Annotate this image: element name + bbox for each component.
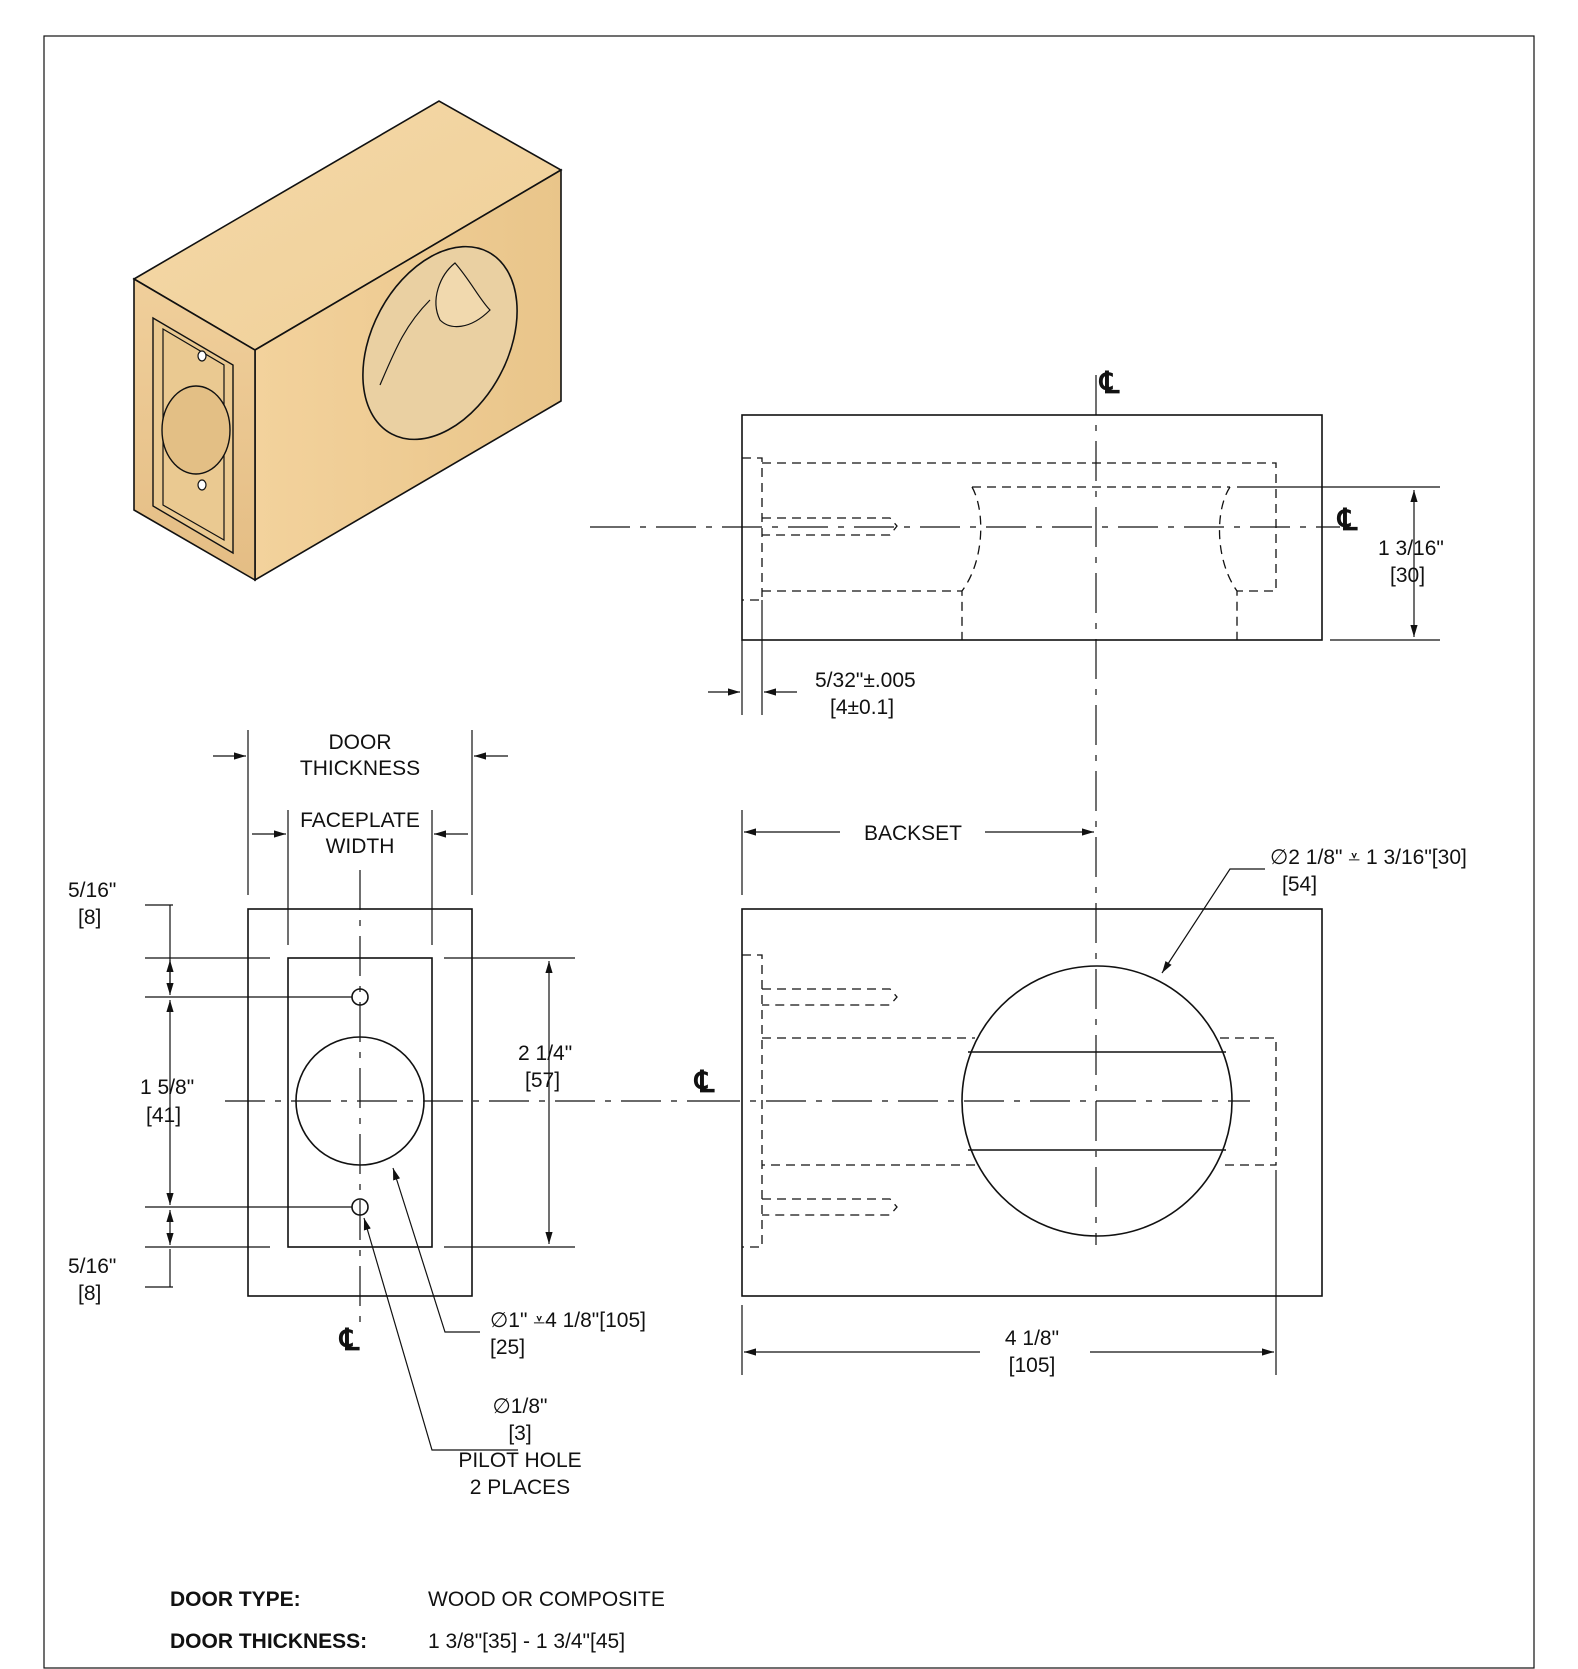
callout-bore: ∅1" ⩡4 1/8"[105] xyxy=(490,1309,646,1332)
notes-block: DOOR TYPE: WOOD OR COMPOSITE DOOR THICKN… xyxy=(170,1588,665,1653)
top-view: ℄ ℄ 1 3/16" [30] 5/32"±.005 [4±0.1] xyxy=(590,367,1444,1245)
callout-pilot-line1: PILOT HOLE xyxy=(458,1449,581,1472)
top-view-hidden-cross-left xyxy=(961,486,982,640)
callout-pilot-dia: ∅1/8" xyxy=(493,1395,548,1418)
top-view-hidden-cross-right xyxy=(1218,486,1238,640)
dim-faceplate-height-mm: [57] xyxy=(525,1069,560,1092)
top-view-hidden-latch xyxy=(762,517,898,536)
note-door-thickness-label: DOOR THICKNESS: xyxy=(170,1630,367,1653)
leader-cross-bore xyxy=(1161,868,1265,974)
top-view-hidden-mortise xyxy=(742,457,763,601)
dim-top-offset-mm: [8] xyxy=(78,906,101,929)
face-view-hidden-latch-bore xyxy=(762,1037,1277,1166)
face-view-hidden-screw-bottom xyxy=(762,1198,898,1216)
isometric-block-illustration xyxy=(132,100,563,582)
callout-cross-bore: ∅2 1/8" ⩡ 1 3/16"[30] xyxy=(1270,846,1467,869)
edge-view: ℄ ℄ DOOR THICKNESS FACEPLATE WIDTH 5/16"… xyxy=(68,730,715,1499)
sheet-border xyxy=(43,35,1535,1669)
dim-top-height-mm: [30] xyxy=(1390,564,1425,587)
dim-hole-spacing-in: 1 5/8" xyxy=(140,1076,194,1099)
note-door-type-value: WOOD OR COMPOSITE xyxy=(428,1588,665,1611)
callout-bore-mm: [25] xyxy=(490,1336,525,1359)
leader-bore xyxy=(392,1167,480,1333)
pilot-hole-bottom-iso xyxy=(197,479,207,491)
pilot-hole-top-iso xyxy=(197,350,207,362)
dim-top-offset-in: 5/16" xyxy=(68,879,116,902)
face-view-outline xyxy=(741,908,1323,1297)
dim-backset-label: BACKSET xyxy=(864,822,962,845)
label-faceplate-width-2: WIDTH xyxy=(326,835,395,858)
callout-cross-bore-mm: [54] xyxy=(1282,873,1317,896)
callout-pilot-line2: 2 PLACES xyxy=(470,1476,570,1499)
dim-faceplate-depth-mm: [4±0.1] xyxy=(830,696,894,719)
dim-bottom-offset-mm: [8] xyxy=(78,1282,101,1305)
dim-faceplate-height-in: 2 1/4" xyxy=(518,1042,572,1065)
edge-bore-hole xyxy=(161,385,231,475)
centerline-symbol-middle: ℄ xyxy=(693,1066,715,1099)
dim-hole-spacing-mm: [41] xyxy=(146,1104,181,1127)
cross-bore-shadow xyxy=(379,299,431,386)
dim-faceplate-depth-in: 5/32"±.005 xyxy=(815,669,916,692)
cross-bore-inner-wall xyxy=(435,262,491,328)
callout-pilot-dia-mm: [3] xyxy=(508,1422,531,1445)
dim-depth-mm: [105] xyxy=(1009,1354,1056,1377)
face-view: BACKSET ∅2 1/8" ⩡ 1 3/16"[30] [54] 4 1/8… xyxy=(700,810,1467,1377)
dim-depth-in: 4 1/8" xyxy=(1005,1327,1059,1350)
centerline-symbol-top-right: ℄ xyxy=(1336,504,1358,537)
face-view-hidden-screw-top xyxy=(762,988,898,1006)
label-door-thickness-1: DOOR xyxy=(329,731,392,754)
dim-bottom-offset-in: 5/16" xyxy=(68,1255,116,1278)
dim-top-height-in: 1 3/16" xyxy=(1378,537,1444,560)
centerline-symbol-top: ℄ xyxy=(1098,367,1120,400)
label-door-thickness-2: THICKNESS xyxy=(300,757,420,780)
note-door-thickness-value: 1 3/8"[35] - 1 3/4"[45] xyxy=(428,1630,625,1653)
leader-pilot xyxy=(363,1217,518,1451)
note-door-type-label: DOOR TYPE: xyxy=(170,1588,301,1611)
centerline-symbol-edge-bottom: ℄ xyxy=(338,1324,360,1357)
label-faceplate-width-1: FACEPLATE xyxy=(300,809,420,832)
face-view-hidden-mortise xyxy=(742,954,763,1248)
